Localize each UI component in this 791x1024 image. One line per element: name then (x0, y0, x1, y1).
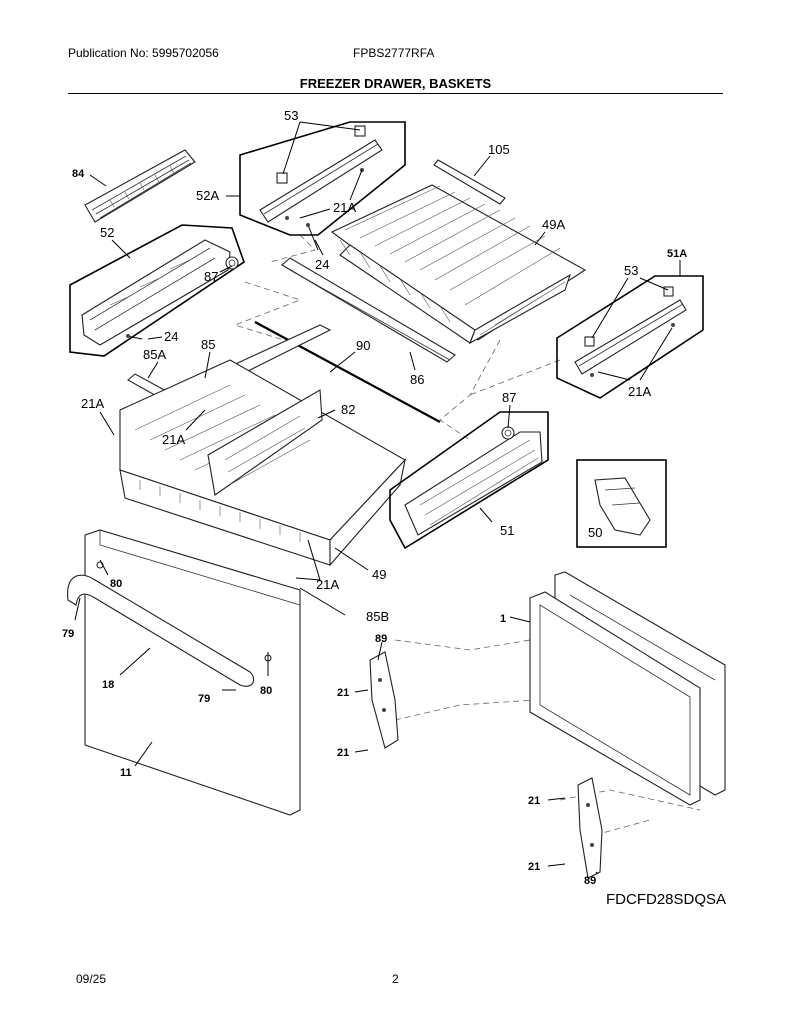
part-18-handle[interactable] (67, 574, 255, 687)
callout-labels: 84 53 52A 21A 105 49A 51A 53 52 87 24 24… (62, 108, 687, 887)
header-rule (68, 93, 723, 94)
callout-21a-bottom[interactable]: 21A (316, 577, 339, 592)
section-title: FREEZER DRAWER, BASKETS (299, 76, 492, 91)
callout-79-a[interactable]: 79 (62, 628, 74, 640)
handle-screws[interactable] (99, 559, 269, 691)
callout-51[interactable]: 51 (500, 523, 514, 538)
callout-105[interactable]: 105 (488, 142, 510, 157)
callout-24-a[interactable]: 24 (315, 257, 329, 272)
callout-79-b[interactable]: 79 (198, 693, 210, 705)
callout-21-c[interactable]: 21 (528, 795, 540, 807)
callout-52[interactable]: 52 (100, 225, 114, 240)
part-49a-wire-basket[interactable] (330, 184, 587, 345)
callout-24-b[interactable]: 24 (164, 329, 178, 344)
publication-number: Publication No: 5995702056 (68, 46, 219, 60)
assembly-guide-lines (233, 234, 701, 836)
callout-21-b[interactable]: 21 (337, 747, 349, 759)
callout-21a-left[interactable]: 21A (81, 396, 104, 411)
part-82-divider[interactable] (207, 389, 323, 496)
part-50-bracket[interactable] (576, 459, 667, 548)
callout-51a[interactable]: 51A (667, 248, 687, 260)
callout-21a-mid[interactable]: 21A (162, 432, 185, 447)
callout-85[interactable]: 85 (201, 337, 215, 352)
part-89-bracket-lower[interactable] (547, 777, 603, 879)
part-52-rail-assembly[interactable] (69, 224, 245, 357)
callout-18[interactable]: 18 (102, 679, 114, 691)
callout-84[interactable]: 84 (72, 168, 85, 180)
part-52a-rail-kit[interactable] (239, 121, 406, 236)
part-49-freezer-basket[interactable] (119, 359, 406, 567)
callout-53[interactable]: 53 (284, 108, 298, 123)
leader-lines (74, 121, 681, 875)
callout-21-d[interactable]: 21 (528, 861, 540, 873)
callout-86[interactable]: 86 (410, 372, 424, 387)
part-1-gasket[interactable] (529, 571, 726, 806)
callout-80-a[interactable]: 80 (110, 578, 122, 590)
callout-53-right[interactable]: 53 (624, 263, 638, 278)
part-84-grille[interactable] (84, 149, 196, 223)
footer-date: 09/25 (76, 972, 107, 986)
callout-49[interactable]: 49 (372, 567, 386, 582)
callout-1[interactable]: 1 (500, 613, 506, 625)
diagram-code: FDCFD28SDQSA (606, 891, 726, 908)
callout-89-b[interactable]: 89 (584, 875, 596, 887)
part-51a-rail-kit[interactable] (556, 275, 704, 399)
callout-21a-top[interactable]: 21A (333, 200, 356, 215)
part-24-screws[interactable] (126, 223, 319, 340)
model-number: FPBS2777RFA (353, 46, 435, 60)
part-51-rail-assembly[interactable] (389, 411, 549, 550)
callout-49a[interactable]: 49A (542, 217, 565, 232)
callout-85a[interactable]: 85A (143, 347, 166, 362)
callout-52a[interactable]: 52A (196, 188, 219, 203)
callout-90[interactable]: 90 (356, 338, 370, 353)
callout-11[interactable]: 11 (120, 767, 132, 779)
callout-87-left[interactable]: 87 (204, 269, 218, 284)
part-90-rod[interactable] (254, 321, 441, 423)
page-number: 2 (392, 972, 399, 986)
callout-87-right[interactable]: 87 (502, 390, 516, 405)
callout-82[interactable]: 82 (341, 402, 355, 417)
part-86-rail[interactable] (281, 257, 456, 363)
callout-21a-right[interactable]: 21A (628, 384, 651, 399)
callout-50[interactable]: 50 (588, 525, 602, 540)
callout-85b[interactable]: 85B (366, 609, 389, 624)
part-105-trim[interactable] (433, 159, 506, 205)
part-11-drawer-front[interactable] (84, 529, 301, 816)
callout-80-b[interactable]: 80 (260, 685, 272, 697)
part-89-bracket-upper[interactable] (354, 651, 399, 753)
callout-89-a[interactable]: 89 (375, 633, 387, 645)
callout-21-a[interactable]: 21 (337, 687, 349, 699)
